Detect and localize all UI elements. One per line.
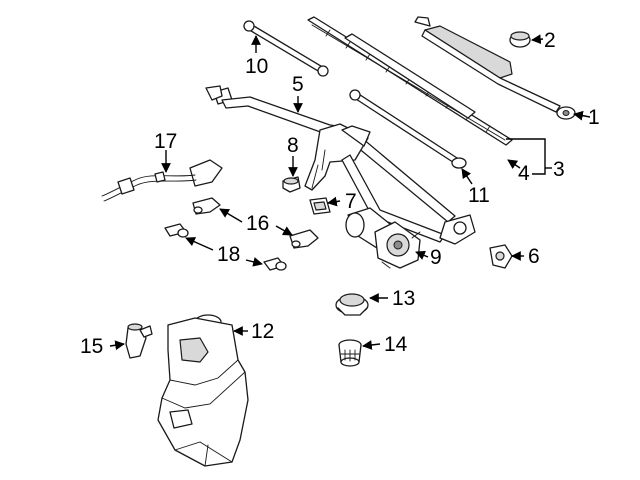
part-13-pump [335, 293, 369, 316]
callout-labels: 1 2 3 4 5 6 7 8 9 10 11 12 13 14 15 16 1… [80, 29, 600, 358]
part-7-grommet [309, 197, 331, 215]
callout-15: 15 [80, 335, 103, 358]
part-9-wiper-motor [345, 207, 421, 269]
callout-2: 2 [544, 29, 556, 52]
leader-16a [219, 208, 243, 223]
part-6-bracket [489, 244, 513, 269]
callout-1: 1 [588, 106, 600, 129]
part-1-wiper-arm [414, 16, 576, 120]
part-18-connector-left [164, 223, 189, 238]
callout-7: 7 [345, 190, 357, 213]
callout-12: 12 [251, 320, 274, 343]
callout-16: 16 [246, 212, 269, 235]
part-16-washer-nozzle-lower [289, 229, 319, 249]
part-5-linkage-frame [205, 85, 476, 245]
callout-18: 18 [217, 243, 240, 266]
part-16-washer-nozzle-upper [192, 197, 221, 215]
callout-14: 14 [384, 333, 408, 356]
part-17-washer-hose [101, 159, 223, 202]
leader-14 [362, 340, 381, 350]
leader-11 [461, 168, 473, 185]
leader-16b [275, 225, 293, 236]
callout-4: 4 [518, 162, 530, 185]
part-8-clip [282, 176, 301, 193]
callout-9: 9 [430, 246, 442, 269]
callout-17: 17 [154, 130, 177, 153]
callout-8: 8 [287, 134, 299, 157]
callout-11: 11 [468, 184, 490, 207]
leader-15 [109, 340, 125, 351]
callout-5: 5 [292, 73, 304, 96]
leader-18a [185, 237, 214, 251]
part-11-drive-rod [349, 89, 467, 169]
leader-1 [573, 110, 591, 121]
callout-6: 6 [528, 245, 540, 268]
leader-lines [109, 34, 591, 351]
part-12-washer-reservoir [157, 314, 249, 467]
leader-3 [506, 138, 546, 175]
part-10-link-rod [243, 20, 329, 77]
callout-10: 10 [245, 55, 268, 78]
leader-9 [415, 250, 429, 260]
part-2-cap [509, 31, 531, 48]
part-14-filter [338, 339, 362, 367]
leader-4 [507, 159, 521, 169]
part-4-wiper-blade [307, 16, 513, 146]
callout-13: 13 [392, 287, 415, 310]
part-15-washer-pump [125, 323, 153, 359]
leader-18b [245, 257, 263, 267]
leader-2 [531, 34, 544, 45]
leader-7 [327, 196, 341, 207]
callout-3: 3 [553, 158, 565, 181]
part-18-connector-right [263, 257, 287, 271]
